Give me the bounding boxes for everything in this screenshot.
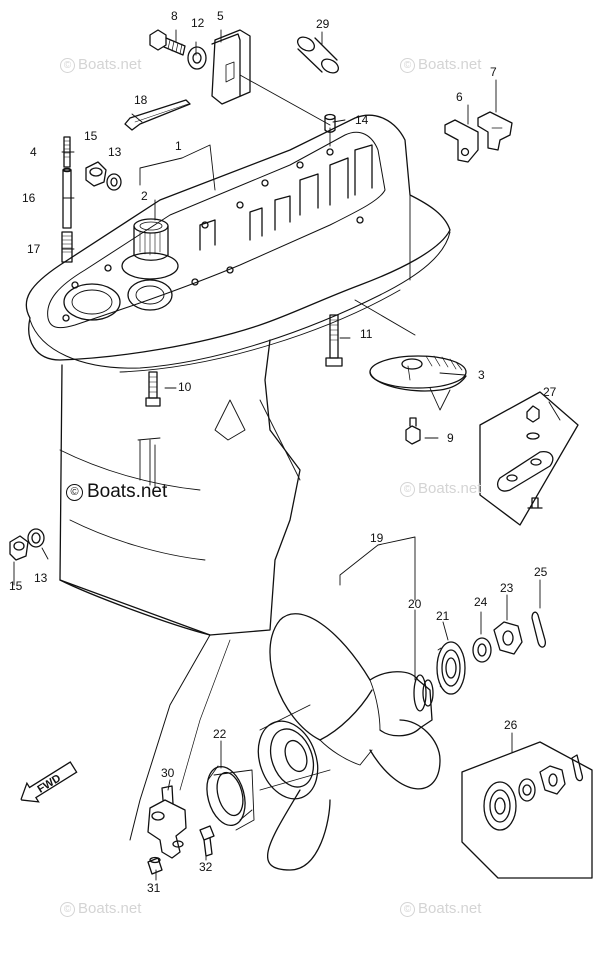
part-8-bolt bbox=[149, 29, 186, 56]
callout-14: 14 bbox=[355, 113, 369, 127]
part-27-anode-kit bbox=[479, 391, 579, 526]
callout-2: 2 bbox=[141, 189, 148, 203]
callout-7: 7 bbox=[490, 65, 497, 79]
callout-16: 16 bbox=[22, 191, 36, 205]
callout-22: 22 bbox=[213, 727, 227, 741]
watermark: ©Boats.net bbox=[60, 56, 141, 73]
callout-13-lower: 13 bbox=[34, 571, 48, 585]
callout-1: 1 bbox=[175, 139, 182, 153]
watermark: ©Boats.net bbox=[60, 900, 141, 917]
part-16-pin bbox=[62, 167, 72, 229]
callout-18: 18 bbox=[134, 93, 148, 107]
callout-3: 3 bbox=[478, 368, 485, 382]
gear-case-housing bbox=[25, 114, 451, 841]
part-13-gasket-lower bbox=[27, 528, 45, 548]
callout-26: 26 bbox=[504, 718, 518, 732]
part-21-thrust-washer bbox=[436, 641, 466, 695]
part-4-stud bbox=[63, 136, 71, 168]
part-6-bracket bbox=[444, 119, 479, 163]
part-12-washer bbox=[187, 46, 207, 70]
callout-20: 20 bbox=[408, 597, 422, 611]
part-20-propeller bbox=[257, 613, 441, 871]
part-31-plug bbox=[147, 856, 163, 875]
part-15-plug-top bbox=[85, 161, 107, 187]
callout-12: 12 bbox=[191, 16, 205, 30]
part-11-bolt bbox=[325, 314, 343, 367]
callout-31: 31 bbox=[147, 881, 161, 895]
part-26-hardware-kit bbox=[461, 741, 593, 879]
part-14-dowel bbox=[324, 113, 336, 133]
part-7-bracket bbox=[477, 111, 513, 151]
part-15-plug-lower bbox=[9, 535, 29, 561]
part-18-clip bbox=[124, 99, 191, 131]
part-25-cotter-pin bbox=[531, 611, 547, 648]
part-23-nut bbox=[493, 621, 523, 655]
watermark: ©Boats.net bbox=[400, 480, 481, 497]
callout-15-lower: 15 bbox=[9, 579, 23, 593]
part-3-trim-tab bbox=[369, 355, 467, 411]
callout-6: 6 bbox=[456, 90, 463, 104]
callout-24: 24 bbox=[474, 595, 488, 609]
watermark: ©Boats.net bbox=[400, 900, 481, 917]
part-24-spacer bbox=[472, 637, 492, 663]
callout-11: 11 bbox=[360, 327, 373, 341]
callout-4: 4 bbox=[30, 145, 37, 159]
forward-direction-arrow: FWD bbox=[19, 761, 78, 803]
part-9-bolt bbox=[405, 417, 421, 445]
callout-8: 8 bbox=[171, 9, 178, 23]
part-5-anode bbox=[211, 29, 251, 105]
callout-21: 21 bbox=[436, 609, 450, 623]
callout-19: 19 bbox=[370, 531, 384, 545]
part-17-stud bbox=[61, 231, 73, 263]
part-32-screw bbox=[199, 825, 215, 857]
callout-23: 23 bbox=[500, 581, 514, 595]
callout-13-top: 13 bbox=[108, 145, 122, 159]
callout-10: 10 bbox=[178, 380, 192, 394]
watermark: ©Boats.net bbox=[400, 56, 481, 73]
main-watermark: ©Boats.net bbox=[66, 481, 167, 503]
callout-29: 29 bbox=[316, 17, 330, 31]
callout-30: 30 bbox=[161, 766, 175, 780]
callout-9: 9 bbox=[447, 431, 454, 445]
callout-17: 17 bbox=[27, 242, 41, 256]
part-30-adapter bbox=[147, 785, 187, 859]
part-10-bolt bbox=[145, 371, 161, 407]
part-13-gasket-top bbox=[106, 173, 122, 191]
callout-5: 5 bbox=[217, 9, 224, 23]
leader-lines-lower bbox=[13, 401, 561, 881]
leader-lines bbox=[61, 29, 497, 439]
part-22-thrust-bushing bbox=[206, 765, 255, 831]
part-29-sleeve bbox=[296, 36, 340, 74]
callout-15-top: 15 bbox=[84, 129, 98, 143]
callout-32: 32 bbox=[199, 860, 213, 874]
callout-27: 27 bbox=[543, 385, 557, 399]
callout-25: 25 bbox=[534, 565, 548, 579]
